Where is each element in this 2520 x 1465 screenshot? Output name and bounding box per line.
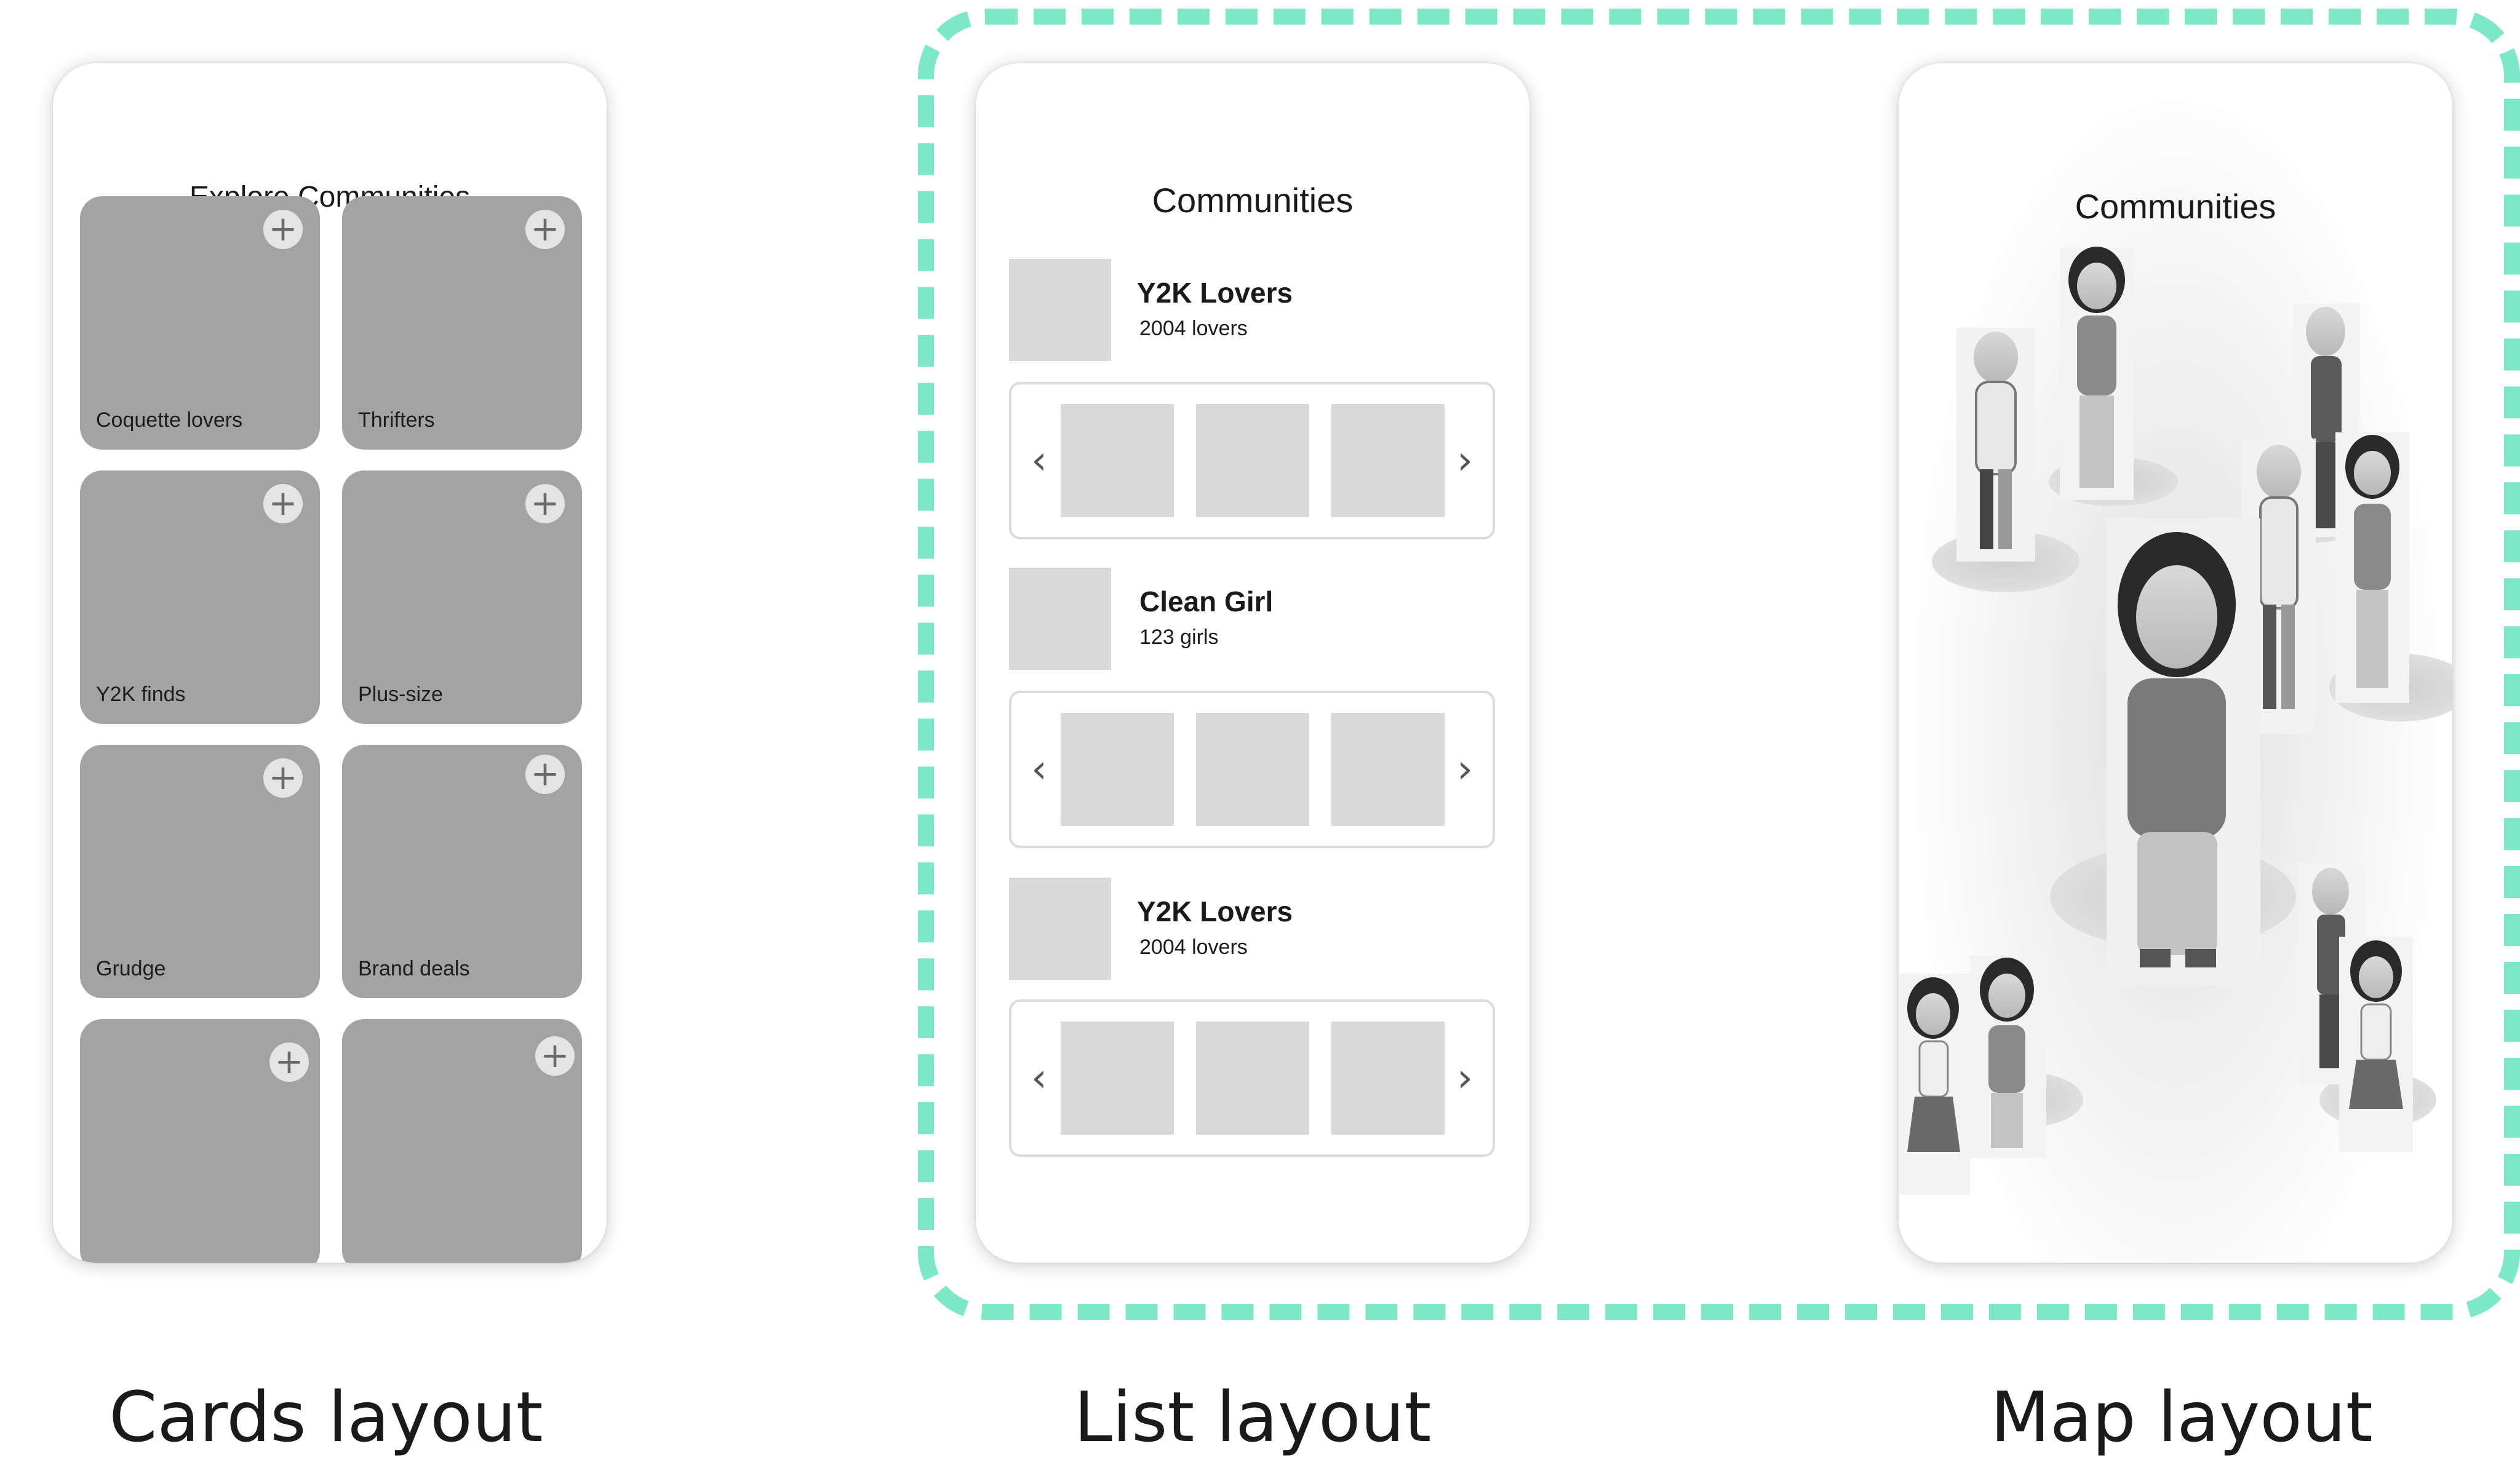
add-community-button[interactable]: + — [269, 1042, 309, 1082]
chevron-right-icon[interactable]: › — [1457, 1055, 1473, 1101]
community-member-count: 123 girls — [1139, 625, 1219, 649]
avatar-figure[interactable] — [2242, 439, 2316, 734]
avatar-figure[interactable] — [2339, 937, 2413, 1152]
community-card-coquette-lovers[interactable]: + Coquette lovers — [80, 196, 320, 450]
chevron-left-icon[interactable]: ‹ — [1031, 747, 1047, 792]
add-community-button[interactable]: + — [535, 1036, 575, 1076]
community-card-plus-size[interactable]: + Plus-size — [342, 470, 582, 724]
add-community-button[interactable]: + — [525, 210, 565, 249]
card-label: Y2K finds — [96, 683, 186, 706]
cards-layout-phone: Explore Communities + Coquette lovers + … — [53, 63, 607, 1263]
chevron-right-icon[interactable]: › — [1457, 438, 1473, 483]
card-label: Brand deals — [358, 957, 470, 980]
chevron-right-icon[interactable]: › — [1457, 747, 1473, 792]
carousel-item[interactable] — [1061, 713, 1174, 826]
plus-icon: + — [530, 754, 560, 794]
carousel-item[interactable] — [1196, 713, 1309, 826]
community-thumbnail — [1009, 259, 1111, 361]
card-label: Thrifters — [358, 408, 435, 432]
carousel-item[interactable] — [1331, 713, 1445, 826]
add-community-button[interactable]: + — [525, 484, 565, 523]
plus-icon: + — [540, 1036, 570, 1076]
plus-icon: + — [530, 209, 560, 249]
avatar-figure[interactable] — [2292, 303, 2360, 537]
carousel-item[interactable] — [1331, 1022, 1445, 1135]
plus-icon: + — [530, 483, 560, 523]
community-thumbnail — [1009, 568, 1111, 670]
carousel-item[interactable] — [1061, 404, 1174, 517]
plus-icon: + — [268, 483, 298, 523]
communities-title: Communities — [1152, 181, 1354, 220]
carousel-item[interactable] — [1331, 404, 1445, 517]
list-layout-phone: Communities Y2K Lovers 2004 lovers ‹ › C… — [976, 63, 1529, 1263]
avatar-figure[interactable] — [2335, 432, 2409, 703]
cards-layout-caption: Cards layout — [109, 1378, 543, 1458]
card-label: Coquette lovers — [96, 408, 243, 432]
avatar-figure[interactable] — [1956, 328, 2035, 562]
add-community-button[interactable]: + — [525, 755, 565, 794]
carousel-item[interactable] — [1196, 404, 1309, 517]
community-carousel: ‹ › — [1009, 999, 1495, 1157]
avatar-figure[interactable] — [1970, 955, 2046, 1158]
community-carousel: ‹ › — [1009, 382, 1495, 539]
highlight-dashed-frame — [918, 9, 2520, 1320]
avatar-map — [1899, 247, 2413, 1195]
community-card[interactable]: + — [80, 1019, 320, 1263]
community-card-y2k-finds[interactable]: + Y2K finds — [80, 470, 320, 724]
card-label: Grudge — [96, 957, 166, 980]
community-member-count: 2004 lovers — [1139, 935, 1248, 959]
add-community-button[interactable]: + — [263, 210, 303, 249]
map-layout-caption: Map layout — [1990, 1378, 2373, 1458]
chevron-left-icon[interactable]: ‹ — [1031, 1055, 1047, 1101]
chevron-left-icon[interactable]: ‹ — [1031, 438, 1047, 483]
community-name: Y2K Lovers — [1137, 895, 1293, 927]
carousel-item[interactable] — [1196, 1022, 1309, 1135]
avatar-figure-main[interactable] — [2107, 518, 2260, 986]
community-name: Clean Girl — [1139, 586, 1274, 617]
community-card-brand-deals[interactable]: + Brand deals — [342, 745, 582, 998]
community-carousel: ‹ › — [1009, 691, 1495, 848]
community-name: Y2K Lovers — [1137, 277, 1293, 309]
map-layout-phone: Communities — [1899, 63, 2452, 1263]
plus-icon: + — [268, 758, 298, 798]
list-layout-caption: List layout — [1074, 1378, 1432, 1458]
avatar-figure[interactable] — [1899, 974, 1970, 1195]
community-card-grudge[interactable]: + Grudge — [80, 745, 320, 998]
communities-title: Communities — [2075, 187, 2276, 226]
community-thumbnail — [1009, 878, 1111, 980]
community-card[interactable]: + — [342, 1019, 582, 1263]
carousel-item[interactable] — [1061, 1022, 1174, 1135]
plus-icon: + — [274, 1042, 304, 1082]
avatar-figure[interactable] — [2060, 247, 2134, 500]
plus-icon: + — [268, 209, 298, 249]
add-community-button[interactable]: + — [263, 484, 303, 523]
community-card-thrifters[interactable]: + Thrifters — [342, 196, 582, 450]
card-label: Plus-size — [358, 683, 443, 706]
community-member-count: 2004 lovers — [1139, 317, 1248, 340]
add-community-button[interactable]: + — [263, 758, 303, 798]
